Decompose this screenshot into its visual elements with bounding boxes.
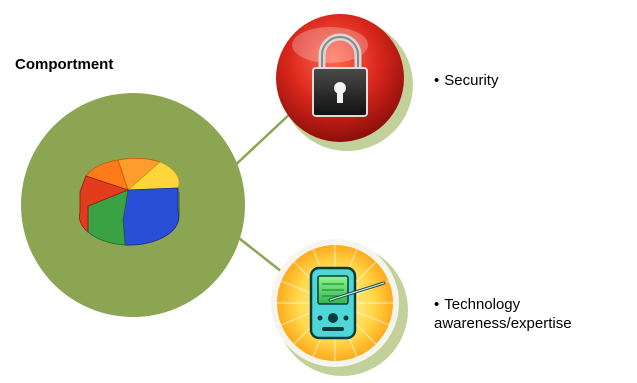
- center-node: [21, 93, 245, 317]
- technology-label-line2: awareness/expertise: [434, 315, 572, 332]
- security-node: [276, 14, 413, 151]
- bullet: •: [434, 296, 440, 313]
- technology-node: [271, 239, 408, 376]
- technology-item: •Technology awareness/expertise: [434, 295, 572, 333]
- technology-label-line1: Technology: [444, 296, 521, 313]
- connector-technology: [234, 234, 283, 273]
- connector-security: [229, 111, 293, 171]
- bullet: •: [434, 72, 440, 89]
- security-label: Security: [444, 72, 499, 89]
- pda-stylus-icon: [309, 266, 386, 340]
- diagram-title: Comportment: [15, 56, 114, 73]
- pie-chart-icon: [79, 157, 180, 246]
- padlock-icon: [312, 33, 368, 117]
- security-item: •Security: [434, 72, 498, 89]
